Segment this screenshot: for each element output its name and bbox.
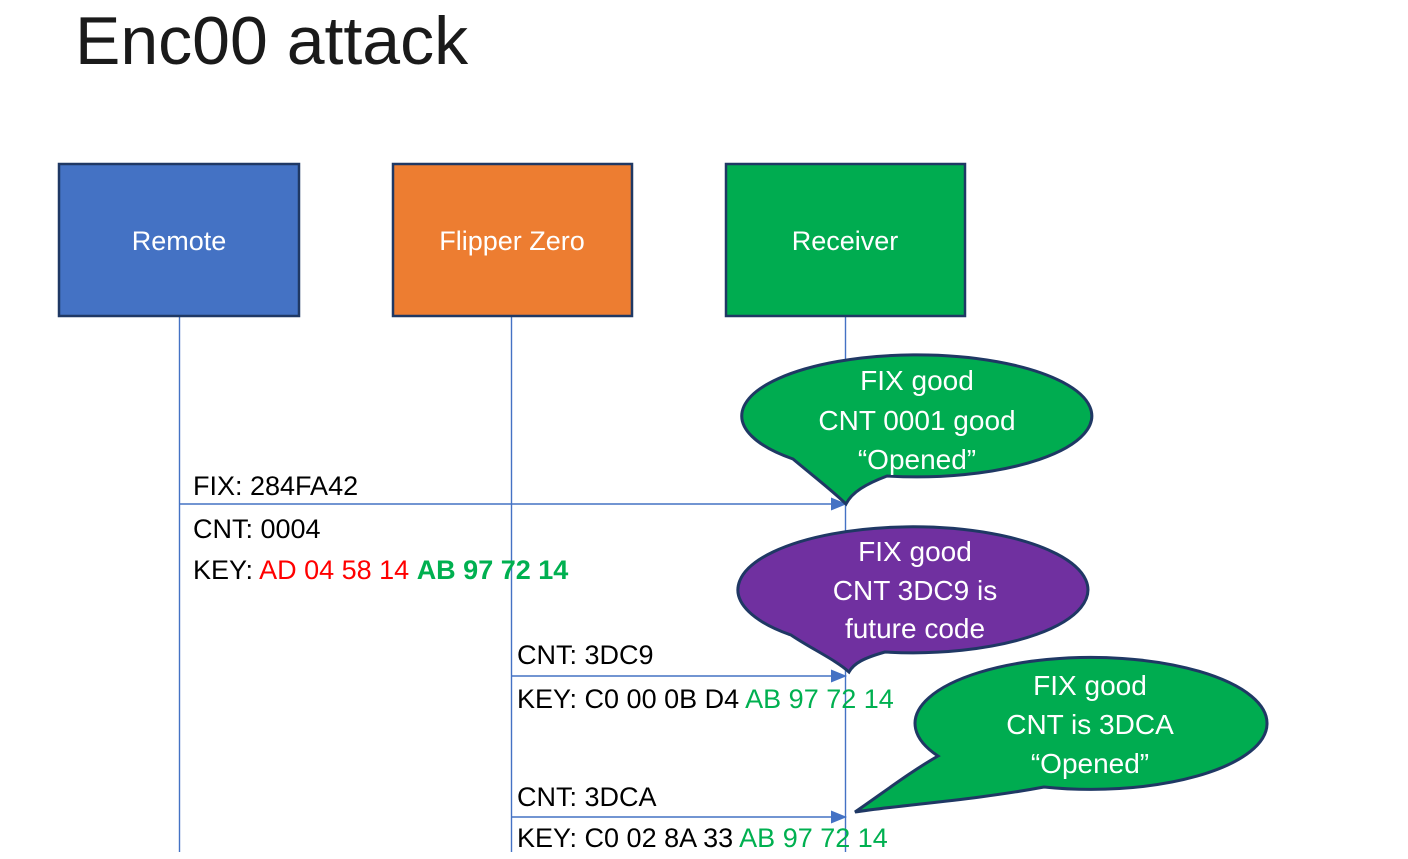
actor-flipper-zero-box — [391, 162, 634, 318]
callout-3-line2: CNT is 3DCA — [1006, 709, 1174, 740]
actor-remote-box — [57, 162, 301, 318]
message-3-cnt-line: CNT: 3DCA — [517, 782, 657, 812]
callout-2-line2: CNT 3DC9 is — [833, 575, 997, 606]
callout-2-line3: future code — [845, 613, 985, 644]
message-2-flipper-to-receiver: CNT: 3DC9 KEY: C0 00 0B D4 AB 97 72 14 — [512, 640, 894, 714]
message-3-flipper-to-receiver: CNT: 3DCA KEY: C0 02 8A 33 AB 97 72 14 — [512, 782, 888, 853]
actor-receiver-label: Receiver — [792, 226, 899, 256]
callout-3-bubble-shape — [854, 655, 1269, 814]
callout-1-line3: “Opened” — [858, 444, 976, 475]
callout-2-future-code: FIX good CNT 3DC9 is future code — [736, 525, 1090, 675]
callout-3-line3: “Opened” — [1031, 748, 1149, 779]
message-1-key-prefix: KEY: — [193, 555, 259, 585]
message-1-remote-to-receiver: FIX: 284FA42 CNT: 0004 KEY: AD 04 58 14 … — [180, 471, 847, 585]
actor-receiver: Receiver — [724, 162, 967, 318]
message-2-arrowhead-icon — [831, 669, 847, 683]
message-1-key-red-bytes: AD 04 58 14 — [259, 555, 417, 585]
actor-receiver-box — [724, 162, 967, 318]
message-3-key-prefix: KEY: C0 02 8A 33 — [517, 823, 739, 853]
actor-flipper-zero: Flipper Zero — [391, 162, 634, 318]
message-3-arrowhead-icon — [831, 810, 847, 824]
actor-flipper-zero-label: Flipper Zero — [439, 226, 585, 256]
callout-1-opened: FIX good CNT 0001 good “Opened” — [740, 353, 1094, 507]
callout-1-line2: CNT 0001 good — [818, 405, 1015, 436]
message-2-key-line: KEY: C0 00 0B D4 AB 97 72 14 — [517, 684, 894, 714]
message-2-key-prefix: KEY: C0 00 0B D4 — [517, 684, 745, 714]
message-2-cnt-line: CNT: 3DC9 — [517, 640, 654, 670]
callout-1-bubble-shape — [740, 353, 1094, 507]
callout-2-line1: FIX good — [858, 536, 972, 567]
message-1-fix-line: FIX: 284FA42 — [193, 471, 358, 501]
message-1-arrowhead-icon — [831, 497, 847, 511]
callout-3-line1: FIX good — [1033, 670, 1147, 701]
callout-3-opened: FIX good CNT is 3DCA “Opened” — [854, 655, 1269, 814]
message-1-key-line: KEY: AD 04 58 14 AB 97 72 14 — [193, 555, 568, 585]
message-2-key-green-bytes: AB 97 72 14 — [745, 684, 894, 714]
actor-remote: Remote — [57, 162, 301, 318]
message-3-key-line: KEY: C0 02 8A 33 AB 97 72 14 — [517, 823, 888, 853]
message-1-cnt-line: CNT: 0004 — [193, 514, 321, 544]
actor-remote-label: Remote — [132, 226, 227, 256]
message-3-key-green-bytes: AB 97 72 14 — [739, 823, 888, 853]
message-1-key-green-bytes: AB 97 72 14 — [417, 555, 569, 585]
callout-1-line1: FIX good — [860, 365, 974, 396]
page-title: Enc00 attack — [75, 3, 469, 79]
callout-2-bubble-shape — [736, 525, 1090, 675]
